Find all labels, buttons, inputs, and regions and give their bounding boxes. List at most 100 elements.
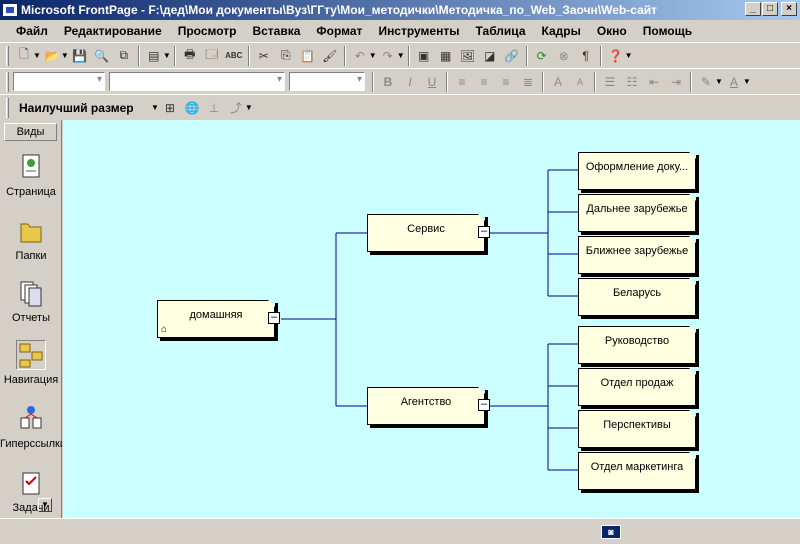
chevron-down-icon[interactable]: ▼ — [715, 77, 723, 86]
justify-icon[interactable]: ≣ — [522, 74, 534, 89]
copy-icon[interactable]: ⎘ — [280, 48, 291, 62]
menu-window[interactable]: Окно — [596, 24, 627, 38]
toolbar-grip[interactable] — [6, 71, 9, 92]
bold-icon[interactable]: B — [383, 74, 393, 89]
nav-node-service[interactable]: Сервис – — [367, 214, 490, 252]
subtree-icon[interactable]: ⊥ — [208, 100, 220, 115]
align-left-icon[interactable]: ≡ — [458, 74, 466, 89]
hyperlink-icon[interactable]: 🔗 — [504, 48, 520, 63]
paste-icon[interactable]: 📋 — [300, 48, 316, 63]
nav-node-page[interactable]: Отдел продаж — [578, 368, 696, 406]
chevron-down-icon[interactable]: ▼ — [396, 51, 405, 60]
close-button[interactable]: × — [781, 2, 797, 16]
show-all-icon[interactable]: ¶ — [582, 48, 589, 63]
folder-icon — [16, 216, 46, 246]
nav-node-page[interactable]: Руководство — [578, 326, 696, 364]
chevron-down-icon[interactable]: ▼ — [368, 51, 377, 60]
chevron-down-icon[interactable]: ▼ — [33, 51, 41, 60]
increase-font-icon[interactable]: A — [553, 74, 562, 89]
increase-indent-icon[interactable]: ⇥ — [670, 74, 682, 89]
chevron-down-icon[interactable]: ▼ — [60, 51, 69, 60]
undo-icon[interactable]: ↶ — [354, 48, 365, 63]
nav-node-agency[interactable]: Агентство – — [367, 387, 490, 425]
menu-format[interactable]: Формат — [316, 24, 363, 38]
collapse-toggle[interactable]: – — [268, 312, 280, 324]
insert-picture-icon[interactable]: 🖼 — [459, 48, 476, 63]
menu-edit[interactable]: Редактирование — [63, 24, 162, 38]
status-bar: ◙ — [0, 518, 800, 544]
view-page[interactable]: Страница — [0, 152, 62, 198]
menu-view[interactable]: Просмотр — [177, 24, 237, 38]
external-link-icon[interactable]: ⤴ — [229, 101, 242, 115]
italic-icon[interactable]: I — [408, 74, 412, 89]
size-to-fit-select[interactable]: Наилучший размер — [19, 100, 134, 115]
nav-node-home[interactable]: домашняя ⌂ – — [157, 300, 280, 338]
menu-file[interactable]: Файл — [16, 24, 48, 38]
collapse-toggle[interactable]: – — [478, 399, 490, 411]
nav-node-page[interactable]: Беларусь — [578, 278, 696, 316]
view-hyperlinks[interactable]: Гиперссылки — [0, 404, 62, 450]
search-icon[interactable]: 🔍 — [94, 48, 110, 63]
format-painter-icon[interactable]: 🖌 — [322, 48, 338, 63]
nav-node-page[interactable]: Оформление доку... — [578, 152, 696, 190]
chevron-down-icon[interactable]: ▼ — [742, 77, 751, 86]
style-select[interactable] — [13, 72, 105, 91]
view-reports[interactable]: Отчеты — [0, 278, 62, 324]
minimize-button[interactable]: _ — [745, 2, 761, 16]
maximize-button[interactable]: □ — [762, 2, 778, 16]
nav-node-page[interactable]: Отдел маркетинга — [578, 452, 696, 490]
font-select[interactable] — [109, 72, 285, 91]
views-scroll-down-button[interactable]: ▼ — [38, 498, 52, 512]
chevron-down-icon[interactable]: ▼ — [624, 51, 633, 60]
zoom-globe-icon[interactable]: 🌐 — [184, 100, 200, 115]
decrease-font-icon[interactable]: A — [576, 76, 583, 87]
highlight-icon[interactable]: ✎ — [700, 74, 712, 89]
bullets-icon[interactable]: ☷ — [626, 74, 638, 89]
nav-node-page[interactable]: Ближнее зарубежье — [578, 236, 696, 274]
chevron-down-icon[interactable]: ▼ — [162, 51, 171, 60]
nav-node-page[interactable]: Перспективы — [578, 410, 696, 448]
menu-tools[interactable]: Инструменты — [378, 24, 460, 38]
toolbar-grip[interactable] — [6, 97, 9, 118]
toolbar-grip[interactable] — [6, 45, 9, 66]
navigation-canvas[interactable]: домашняя ⌂ – Сервис – Агентство – Оформл… — [63, 120, 800, 518]
align-center-icon[interactable]: ≡ — [480, 74, 488, 89]
refresh-icon[interactable]: ⟳ — [536, 48, 547, 63]
numbering-icon[interactable]: ☰ — [604, 74, 616, 89]
chevron-down-icon[interactable]: ▼ — [151, 103, 159, 112]
save-icon[interactable]: 💾 — [72, 48, 88, 63]
nav-node-page[interactable]: Дальнее зарубежье — [578, 194, 696, 232]
font-color-icon[interactable]: A — [729, 74, 738, 89]
drawing-icon[interactable]: ◪ — [483, 48, 496, 63]
portrait-landscape-icon[interactable]: ⊞ — [164, 100, 175, 115]
collapse-toggle[interactable]: – — [478, 226, 490, 238]
navigation-view-icon — [16, 340, 46, 370]
menu-frames[interactable]: Кадры — [541, 24, 581, 38]
menu-help[interactable]: Помощь — [642, 24, 693, 38]
decrease-indent-icon[interactable]: ⇤ — [648, 74, 660, 89]
toggle-pane-icon[interactable]: ▤ — [148, 48, 160, 63]
help-icon[interactable]: ❓ — [608, 48, 624, 63]
publish-icon[interactable]: ⧉ — [119, 48, 129, 62]
chevron-down-icon[interactable]: ▼ — [244, 103, 253, 112]
preview-icon[interactable]: 🗔 — [205, 47, 219, 61]
cut-icon[interactable]: ✂ — [258, 48, 269, 63]
menu-insert[interactable]: Вставка — [252, 24, 301, 38]
spelling-icon[interactable]: ABC — [225, 51, 243, 60]
view-tasks[interactable]: Задачи — [0, 468, 62, 514]
underline-icon[interactable]: U — [427, 74, 437, 89]
align-right-icon[interactable]: ≡ — [502, 74, 510, 89]
redo-icon[interactable]: ↷ — [382, 48, 393, 63]
print-icon[interactable]: 🖶 — [184, 47, 196, 61]
stop-icon[interactable]: ⊗ — [558, 48, 569, 63]
hyperlinks-icon — [16, 404, 46, 434]
insert-table-icon[interactable]: ▦ — [439, 48, 452, 63]
insert-component-icon[interactable]: ▣ — [417, 48, 430, 63]
font-size-select[interactable] — [289, 72, 365, 91]
menu-table[interactable]: Таблица — [475, 24, 526, 38]
view-folders[interactable]: Папки — [0, 216, 62, 262]
new-page-icon[interactable]: 🗋 — [19, 47, 29, 61]
open-folder-icon[interactable]: 📂 — [44, 48, 60, 63]
separator — [525, 45, 528, 66]
view-navigation[interactable]: Навигация — [0, 340, 62, 386]
